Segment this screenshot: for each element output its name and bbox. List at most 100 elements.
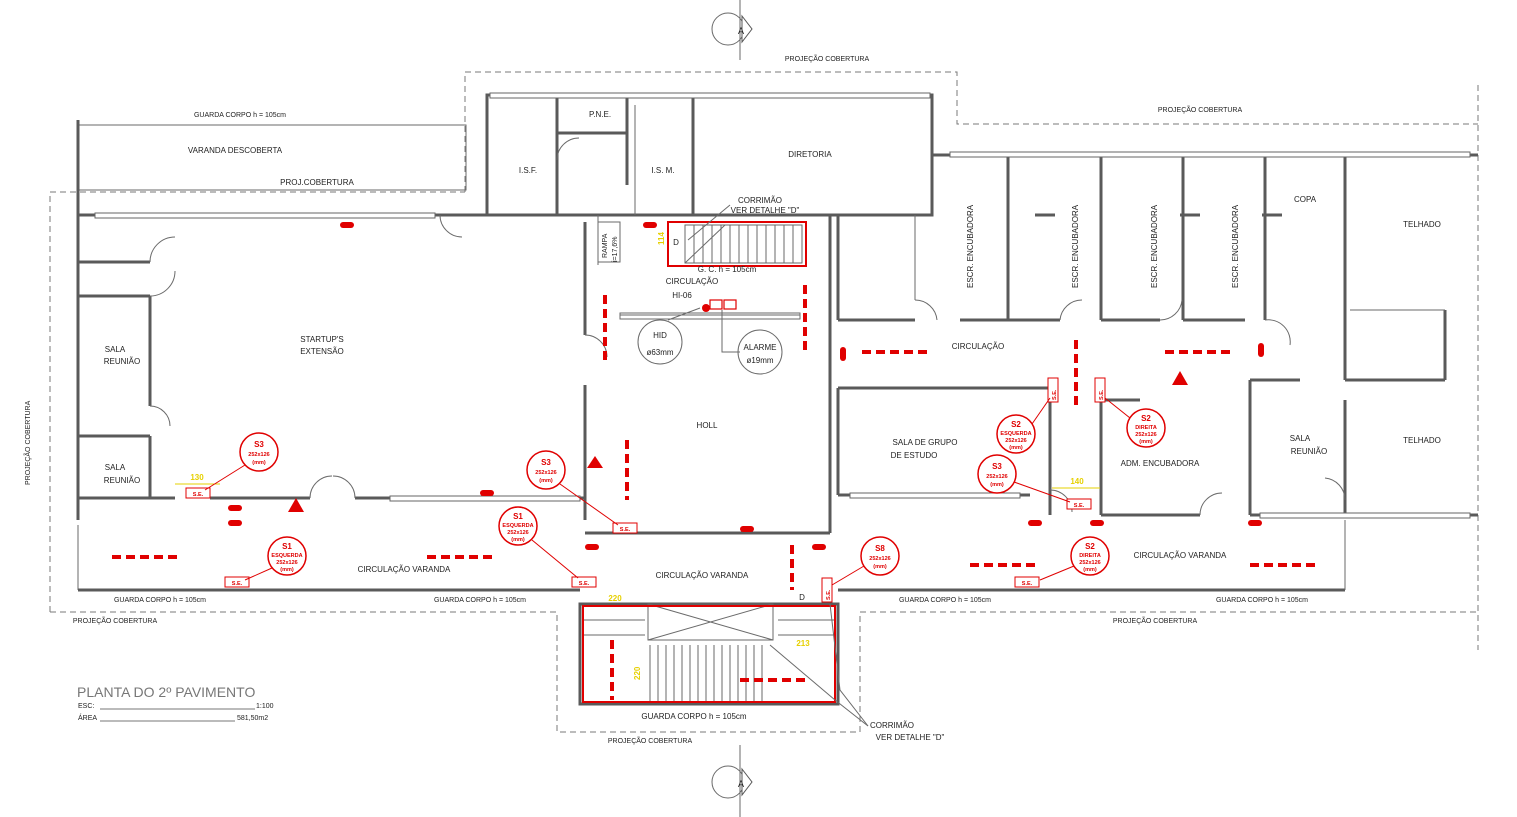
- label-guarda-corpo-stair: GUARDA CORPO h = 105cm: [641, 712, 746, 721]
- room-label-sala-reuniao-r-b: REUNIÃO: [1291, 447, 1327, 456]
- room-label-varanda: VARANDA DESCOBERTA: [188, 146, 283, 155]
- sign-s3-center-code: S3: [541, 458, 551, 467]
- label-guarda-corpo-1: GUARDA CORPO h = 105cm: [114, 597, 206, 604]
- esc-value: 1:100: [256, 703, 274, 710]
- room-label-circ-varanda-west: CIRCULAÇÃO VARANDA: [358, 565, 451, 574]
- room-label-ism: I.S. M.: [651, 166, 674, 175]
- label-guarda-corpo-top: GUARDA CORPO h = 105cm: [194, 112, 286, 119]
- label-guarda-corpo-4: GUARDA CORPO h = 105cm: [1216, 597, 1308, 604]
- sign-s1-west-dims: 252x126: [276, 560, 297, 566]
- label-proj-cobertura: PROJ.COBERTURA: [280, 178, 354, 187]
- dimension-220-v: 220: [633, 666, 642, 680]
- label-gc: G. C. h = 105cm: [698, 265, 757, 274]
- se-boxes: S.E. S.E. S.E. S.E. S.E. S.E. S.E. S.E. …: [185, 377, 1106, 603]
- label-projecao-bottom-center: PROJEÇÃO COBERTURA: [608, 736, 693, 745]
- sign-s1-center-dims: 252x126: [507, 530, 528, 536]
- room-label-isf: I.S.F.: [519, 166, 537, 175]
- alarme-symbol: ALARME ø19mm: [721, 310, 783, 375]
- dimension-213: 213: [796, 639, 810, 648]
- title-block: PLANTA DO 2º PAVIMENTO ESC: 1:100 ÁREA 5…: [77, 684, 274, 722]
- label-corrimao-bottom: CORRIMÃO: [870, 721, 914, 730]
- section-marker-bottom: A: [711, 745, 753, 817]
- plan-title: PLANTA DO 2º PAVIMENTO: [77, 684, 255, 700]
- section-marker-label-top: A: [738, 26, 744, 36]
- sign-s1-west-dir: ESQUERDA: [271, 553, 302, 559]
- sign-s1-center-unit: (mm): [511, 537, 525, 543]
- dimension-140: 140: [1070, 477, 1084, 486]
- sign-s8-code: S8: [875, 544, 885, 553]
- room-label-escr-1: ESCR. ENCUBADORA: [966, 204, 975, 288]
- sign-s2-right-code: S2: [1141, 414, 1151, 423]
- room-label-diretoria: DIRETORIA: [788, 150, 832, 159]
- se-label-4: S.E.: [620, 527, 631, 533]
- label-circulacao-holl: CIRCULAÇÃO: [666, 277, 718, 286]
- sign-s1-west: S1 ESQUERDA 252x126 (mm): [244, 536, 307, 581]
- sign-s3-center-dims: 252x126: [535, 470, 556, 476]
- sign-s2-eb-code: S2: [1085, 542, 1095, 551]
- area-label: ÁREA: [78, 713, 97, 722]
- sign-s3-east-code: S3: [992, 462, 1002, 471]
- room-label-adm: ADM. ENCUBADORA: [1121, 459, 1200, 468]
- room-label-telhado-1: TELHADO: [1403, 220, 1441, 229]
- se-label-8: S.E.: [1052, 389, 1058, 400]
- sign-s8: S8 252x126 (mm): [831, 536, 900, 586]
- sign-s3-east-dims: 252x126: [986, 474, 1007, 480]
- stair-bottom: [582, 605, 836, 703]
- label-guarda-corpo-2: GUARDA CORPO h = 105cm: [434, 597, 526, 604]
- room-label-startup-1: STARTUP'S: [300, 335, 343, 344]
- hid-symbol: HID ø63mm: [637, 307, 701, 365]
- sign-s2-eb-dims: 252x126: [1079, 560, 1100, 566]
- room-label-escr-3: ESCR. ENCUBADORA: [1150, 204, 1159, 288]
- label-projecao-bottom-left: PROJEÇÃO COBERTURA: [73, 616, 158, 625]
- se-label-3: S.E.: [579, 581, 590, 587]
- room-label-circulacao-east: CIRCULAÇÃO: [952, 342, 1004, 351]
- label-projecao-bottom-right: PROJEÇÃO COBERTURA: [1113, 616, 1198, 625]
- sign-s3-center-unit: (mm): [539, 478, 553, 484]
- sign-s2-right: S2 DIREITA 252x126 (mm): [1104, 397, 1166, 448]
- sign-s3-west-unit: (mm): [252, 460, 266, 466]
- hid-diameter: ø63mm: [646, 348, 673, 357]
- label-projecao-top-right: PROJEÇÃO COBERTURA: [1158, 105, 1243, 114]
- room-label-holl: HOLL: [697, 421, 718, 430]
- sign-s2-right-dir: DIREITA: [1135, 425, 1157, 431]
- stair-top: [667, 221, 807, 267]
- evacuation-routes: [112, 285, 1315, 700]
- windows: [94, 92, 1471, 519]
- se-label-1: S.E.: [193, 492, 204, 498]
- sign-s2-eb-dir: DIREITA: [1079, 553, 1101, 559]
- label-d-top: D: [673, 238, 679, 247]
- room-label-rampa-i: i=17,6%: [612, 237, 619, 263]
- sign-s3-east: S3 252x126 (mm): [977, 454, 1071, 503]
- sign-s2-left-unit: (mm): [1009, 445, 1023, 451]
- room-label-sala-reuniao-1b: REUNIÃO: [104, 357, 140, 366]
- se-label-2: S.E.: [232, 581, 243, 587]
- sign-s2-east-bottom: S2 DIREITA 252x126 (mm): [1039, 536, 1110, 581]
- room-label-sala-reuniao-1a: SALA: [105, 345, 126, 354]
- sign-s2-eb-unit: (mm): [1083, 567, 1097, 573]
- sign-s3-center: S3 252x126 (mm): [526, 450, 619, 526]
- dimension-114: 114: [657, 232, 666, 245]
- room-label-copa: COPA: [1294, 195, 1317, 204]
- sign-s1-center-dir: ESQUERDA: [502, 523, 533, 529]
- hid-label: HID: [653, 331, 667, 340]
- esc-label: ESC:: [78, 703, 94, 710]
- label-corrimao-top: CORRIMÃO: [738, 196, 782, 205]
- label-projecao-top: PROJEÇÃO COBERTURA: [785, 54, 870, 63]
- alarme-label: ALARME: [744, 343, 777, 352]
- se-label-5: S.E.: [1022, 581, 1033, 587]
- label-ver-detalhe-top: VER DETALHE "D": [731, 206, 800, 215]
- sign-s2-left: S2 ESQUERDA 252x126 (mm): [996, 397, 1051, 454]
- label-hi: HI-06: [672, 291, 692, 300]
- room-label-escr-4: ESCR. ENCUBADORA: [1231, 204, 1240, 288]
- room-label-grupo-2: DE ESTUDO: [891, 451, 938, 460]
- sign-s3-west: S3 252x126 (mm): [204, 432, 279, 491]
- room-label-sala-reuniao-r-a: SALA: [1290, 434, 1311, 443]
- se-label-6: S.E.: [1074, 503, 1085, 509]
- sign-s8-dims: 252x126: [869, 556, 890, 562]
- section-marker-top: A: [711, 0, 753, 60]
- room-label-pne: P.N.E.: [589, 110, 611, 119]
- hydrant-icon: [702, 299, 737, 312]
- extinguishers: [228, 222, 1264, 550]
- label-projecao-left: PROJEÇÃO COBERTURA: [23, 400, 32, 485]
- sign-s1-center-code: S1: [513, 512, 523, 521]
